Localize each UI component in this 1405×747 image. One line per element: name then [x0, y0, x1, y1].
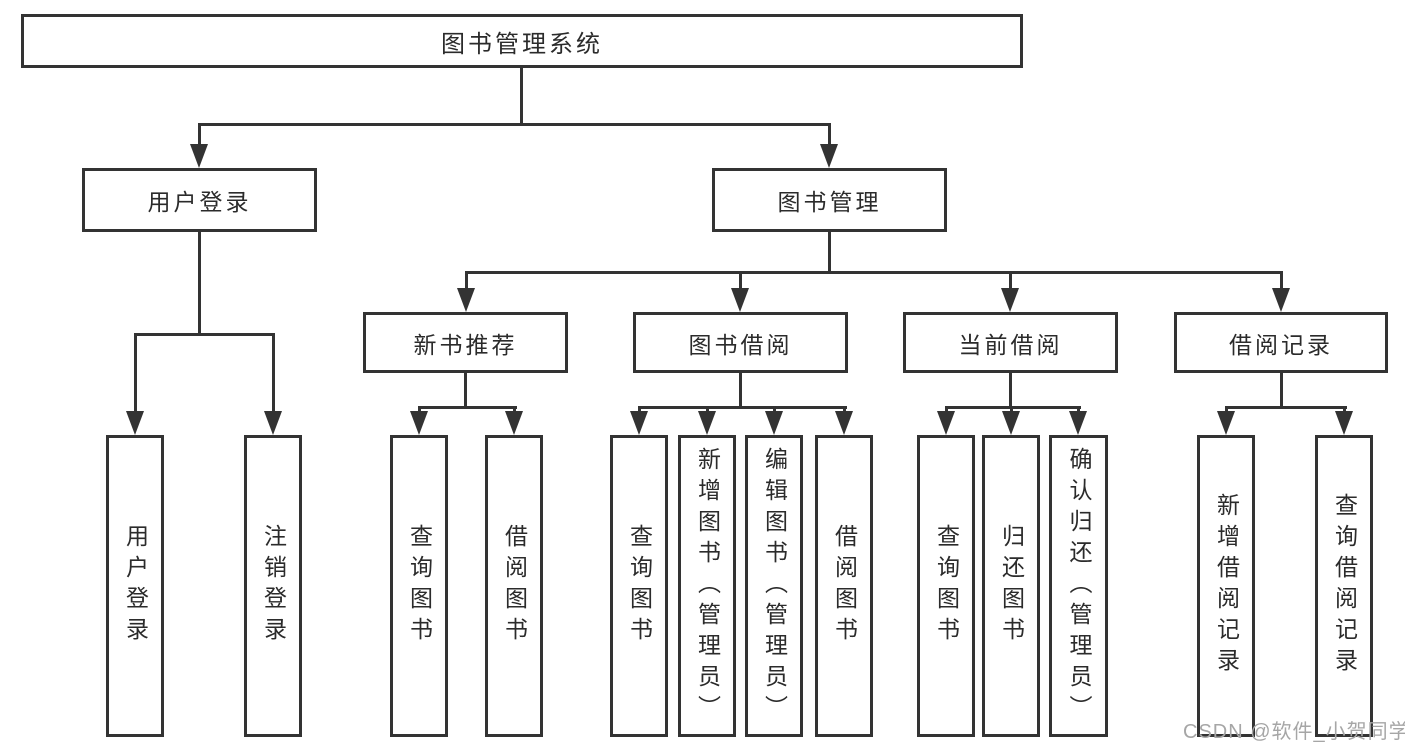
arrow-down-icon	[190, 144, 208, 168]
connector-vline	[1280, 373, 1283, 409]
node-user-login: 用户登录	[82, 168, 317, 232]
connector-vline	[272, 333, 275, 413]
connector-vline	[945, 406, 948, 415]
arrow-down-icon	[1002, 411, 1020, 435]
arrow-down-icon	[457, 288, 475, 312]
connector-vline	[739, 373, 742, 409]
node-current-borrow-label: 当前借阅	[958, 331, 1063, 358]
connector-vline	[828, 232, 831, 274]
node-new-book-recommend: 新书推荐	[363, 312, 568, 373]
leaf-logout: 注销登录	[244, 435, 302, 737]
node-borrow-record: 借阅记录	[1174, 312, 1388, 373]
node-root: 图书管理系统	[21, 14, 1023, 68]
leaf-add-books-admin-label: 新增图书（管理员）	[694, 446, 721, 726]
arrow-down-icon	[126, 411, 144, 435]
connector-vline	[1009, 271, 1012, 291]
connector-vline	[706, 406, 709, 415]
leaf-add-books-admin: 新增图书（管理员）	[678, 435, 736, 737]
connector-vline	[1280, 271, 1283, 291]
arrow-down-icon	[731, 288, 749, 312]
node-book-management: 图书管理	[712, 168, 947, 232]
connector-hline	[465, 271, 1281, 274]
connector-vline	[1010, 406, 1013, 415]
connector-hline	[198, 123, 831, 126]
arrow-down-icon	[765, 411, 783, 435]
connector-vline	[520, 68, 523, 126]
leaf-confirm-return-admin-label: 确认归还（管理员）	[1066, 446, 1092, 726]
connector-vline	[198, 232, 201, 336]
node-new-book-recommend-label: 新书推荐	[413, 331, 518, 358]
leaf-return-books-label: 归还图书	[998, 524, 1025, 648]
arrow-down-icon	[820, 144, 838, 168]
node-book-borrow: 图书借阅	[633, 312, 848, 373]
arrow-down-icon	[1001, 288, 1019, 312]
leaf-borrow-books-recommend-label: 借阅图书	[501, 524, 528, 648]
arrow-down-icon	[410, 411, 428, 435]
arrow-down-icon	[937, 411, 955, 435]
arrow-down-icon	[505, 411, 523, 435]
leaf-borrow-books-label: 借阅图书	[831, 524, 858, 648]
arrow-down-icon	[1069, 411, 1087, 435]
leaf-borrow-books: 借阅图书	[815, 435, 873, 737]
arrow-down-icon	[698, 411, 716, 435]
leaf-add-borrow-record-label: 新增借阅记录	[1213, 493, 1240, 679]
arrow-down-icon	[1217, 411, 1235, 435]
connector-vline	[638, 406, 641, 415]
connector-hline	[638, 406, 847, 409]
connector-vline	[418, 406, 421, 415]
arrow-down-icon	[264, 411, 282, 435]
arrow-down-icon	[835, 411, 853, 435]
connector-vline	[843, 406, 846, 415]
leaf-return-books: 归还图书	[982, 435, 1040, 737]
arrow-down-icon	[1272, 288, 1290, 312]
connector-vline	[1225, 406, 1228, 415]
node-book-borrow-label: 图书借阅	[688, 331, 793, 358]
connector-hline	[134, 333, 275, 336]
leaf-query-books-borrow-label: 查询图书	[626, 524, 653, 648]
connector-hline	[1225, 406, 1347, 409]
leaf-logout-label: 注销登录	[260, 524, 287, 648]
leaf-query-books-current-label: 查询图书	[933, 524, 960, 648]
leaf-query-books-borrow: 查询图书	[610, 435, 668, 737]
leaf-edit-books-admin-label: 编辑图书（管理员）	[761, 446, 788, 726]
connector-vline	[198, 123, 201, 148]
connector-vline	[465, 271, 468, 291]
arrow-down-icon	[1335, 411, 1353, 435]
node-book-management-label: 图书管理	[777, 189, 882, 215]
node-current-borrow: 当前借阅	[903, 312, 1118, 373]
node-user-login-label: 用户登录	[147, 189, 252, 215]
connector-vline	[1077, 406, 1080, 415]
arrow-down-icon	[630, 411, 648, 435]
connector-vline	[739, 271, 742, 291]
leaf-confirm-return-admin: 确认归还（管理员）	[1049, 435, 1108, 737]
leaf-edit-books-admin: 编辑图书（管理员）	[745, 435, 803, 737]
connector-vline	[513, 406, 516, 415]
connector-vline	[1009, 373, 1012, 409]
leaf-query-books-recommend-label: 查询图书	[406, 524, 433, 648]
connector-hline	[945, 406, 1081, 409]
connector-vline	[828, 123, 831, 148]
connector-vline	[464, 373, 467, 409]
leaf-borrow-books-recommend: 借阅图书	[485, 435, 543, 737]
connector-vline	[773, 406, 776, 415]
leaf-user-login-label: 用户登录	[122, 524, 149, 648]
node-borrow-record-label: 借阅记录	[1229, 331, 1333, 358]
leaf-add-borrow-record: 新增借阅记录	[1197, 435, 1255, 737]
leaf-user-login: 用户登录	[106, 435, 164, 737]
connector-hline	[418, 406, 517, 409]
leaf-query-books-recommend: 查询图书	[390, 435, 448, 737]
leaf-query-books-current: 查询图书	[917, 435, 975, 737]
leaf-query-borrow-record: 查询借阅记录	[1315, 435, 1373, 737]
connector-vline	[1343, 406, 1346, 415]
node-root-label: 图书管理系统	[441, 30, 603, 58]
csdn-watermark: CSDN @软件_小贺同学	[1183, 721, 1405, 743]
connector-vline	[134, 333, 137, 413]
leaf-query-borrow-record-label: 查询借阅记录	[1331, 493, 1358, 679]
